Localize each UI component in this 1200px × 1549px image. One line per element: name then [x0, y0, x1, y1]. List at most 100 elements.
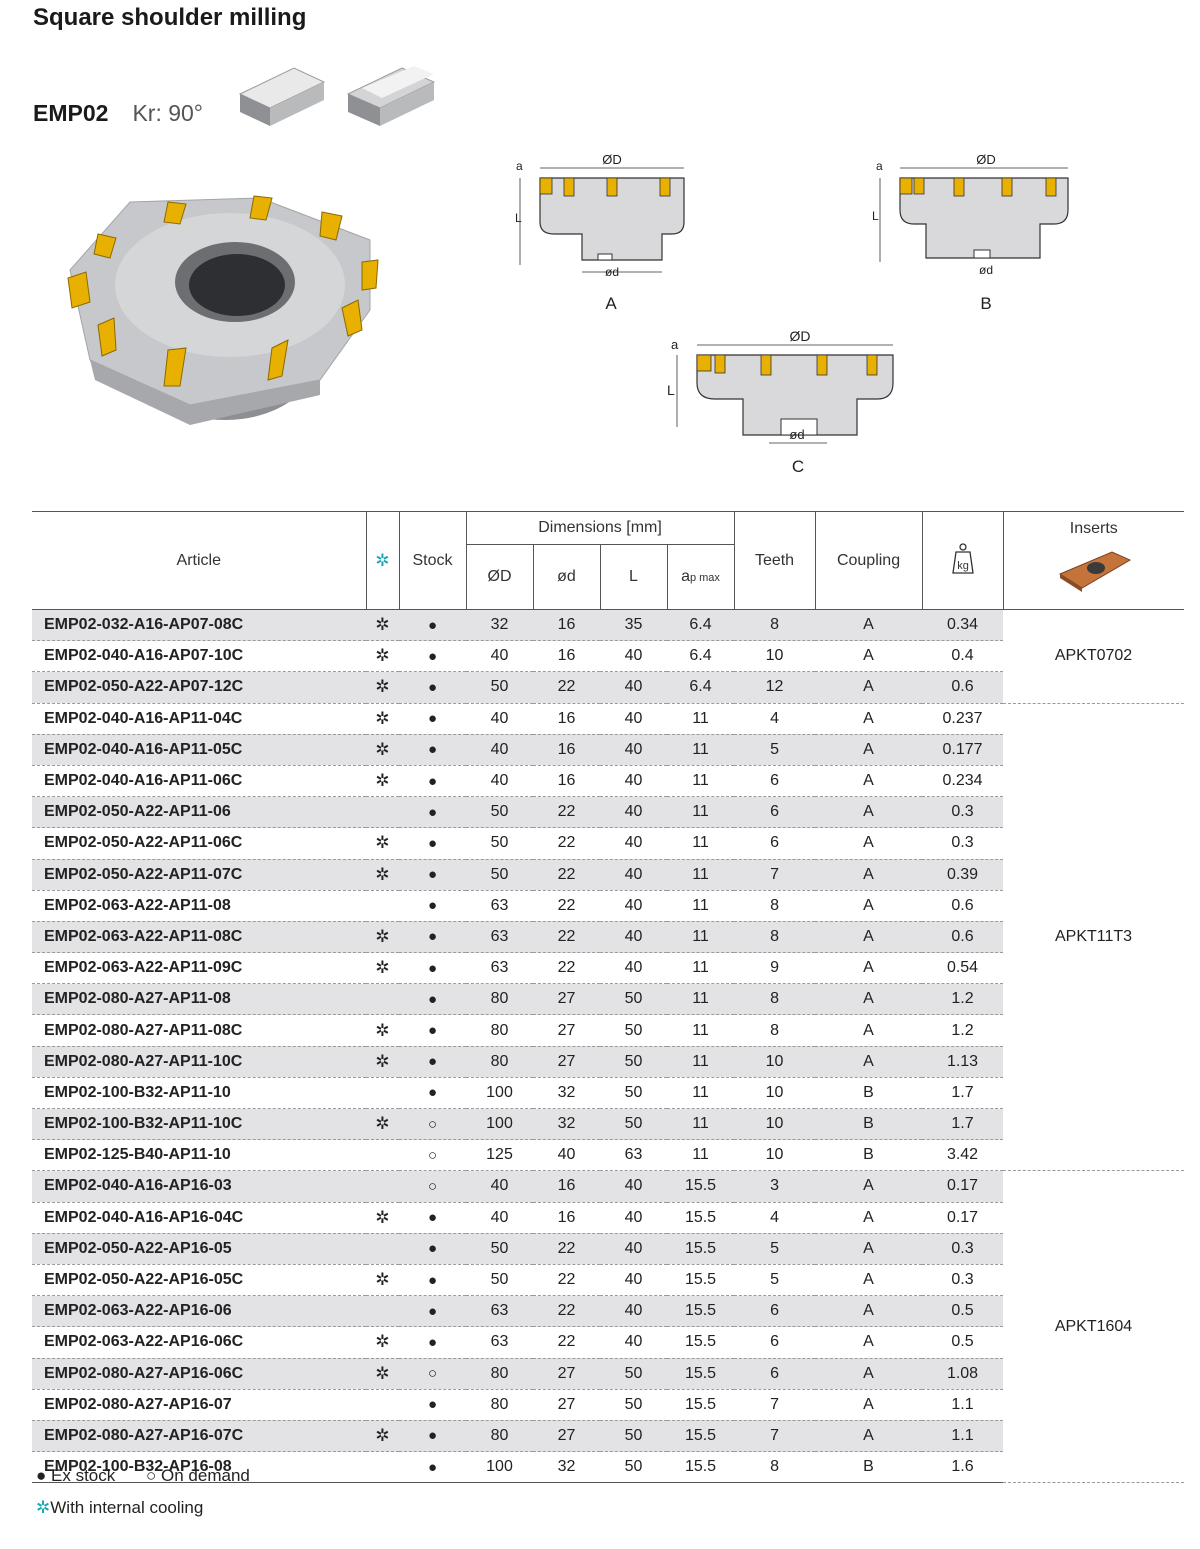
cell-weight: 1.1 — [922, 1420, 1004, 1453]
cell-teeth: 10 — [734, 1139, 816, 1172]
cell-d: 22 — [533, 859, 600, 891]
cell-article: EMP02-040-A16-AP16-04C — [32, 1202, 366, 1234]
cell-d: 27 — [533, 1389, 600, 1421]
cell-ap: 11 — [667, 1139, 735, 1172]
cell-cool: ✲ — [366, 1202, 399, 1234]
series-name: EMP02 — [33, 100, 109, 126]
cell-coupling: B — [815, 1451, 923, 1484]
cell-cool: ✲ — [366, 1014, 399, 1047]
cell-article: EMP02-050-A22-AP07-12C — [32, 671, 366, 704]
cell-cool: ✲ — [366, 1326, 399, 1359]
cell-D: 100 — [466, 1108, 533, 1141]
cell-coupling: A — [815, 671, 923, 704]
cell-d: 22 — [533, 952, 600, 985]
cell-coupling: A — [815, 921, 923, 954]
cell-teeth: 7 — [734, 1420, 816, 1453]
cell-d: 16 — [533, 703, 600, 735]
legend-cooling: ✲With internal cooling — [36, 1498, 203, 1518]
dim-D-c: ØD — [790, 328, 811, 344]
cell-teeth: 10 — [734, 1046, 816, 1078]
cell-L: 50 — [600, 1420, 667, 1453]
cell-weight: 0.17 — [922, 1202, 1004, 1234]
cell-coupling: A — [815, 1233, 923, 1265]
cooling-label: With internal cooling — [50, 1498, 204, 1517]
cell-article: EMP02-080-A27-AP16-06C — [32, 1358, 366, 1390]
cell-article: EMP02-080-A27-AP16-07C — [32, 1420, 366, 1453]
cell-coupling: A — [815, 765, 923, 798]
cell-ap: 11 — [667, 796, 735, 829]
cell-ap: 11 — [667, 859, 735, 891]
cell-L: 40 — [600, 671, 667, 704]
col-L: L — [599, 544, 667, 610]
cell-d: 16 — [533, 1170, 600, 1203]
cell-ap: 11 — [667, 983, 735, 1016]
cell-teeth: 8 — [734, 921, 816, 954]
cell-D: 80 — [466, 1014, 533, 1047]
cell-stock: ○ — [399, 1108, 466, 1141]
cell-teeth: 5 — [734, 734, 816, 766]
cell-D: 63 — [466, 952, 533, 985]
cell-stock: ● — [399, 1451, 466, 1484]
cell-cool: ✲ — [366, 921, 399, 954]
cell-D: 32 — [466, 609, 533, 642]
cell-teeth: 10 — [734, 1108, 816, 1141]
cell-L: 40 — [600, 1295, 667, 1328]
cell-article: EMP02-080-A27-AP11-08 — [32, 983, 366, 1016]
cell-stock: ● — [399, 640, 466, 673]
dim-d-b: ød — [979, 263, 993, 277]
col-ap: ap max — [666, 544, 735, 610]
insert-image — [1058, 551, 1131, 592]
cell-ap: 11 — [667, 921, 735, 954]
cell-D: 80 — [466, 1046, 533, 1078]
cell-article: EMP02-050-A22-AP11-06C — [32, 827, 366, 860]
cell-coupling: A — [815, 1295, 923, 1328]
cell-ap: 15.5 — [667, 1358, 735, 1390]
cell-L: 40 — [600, 921, 667, 954]
cell-teeth: 7 — [734, 1389, 816, 1421]
insert-group-label: APKT0702 — [1003, 609, 1185, 704]
cell-cool: ✲ — [366, 609, 399, 642]
dim-L-b: L — [872, 209, 879, 223]
cell-d: 22 — [533, 796, 600, 829]
page-title: Square shoulder milling — [33, 4, 307, 31]
cell-weight: 0.5 — [922, 1326, 1004, 1359]
cell-L: 40 — [600, 765, 667, 798]
cell-L: 40 — [600, 1170, 667, 1203]
cell-cool — [366, 1233, 399, 1265]
cell-D: 50 — [466, 671, 533, 704]
cell-stock: ● — [399, 983, 466, 1016]
col-coupling: Coupling — [814, 511, 923, 610]
cell-L: 40 — [600, 796, 667, 829]
cell-ap: 11 — [667, 765, 735, 798]
cell-weight: 0.177 — [922, 734, 1004, 766]
cell-article: EMP02-032-A16-AP07-08C — [32, 609, 366, 642]
cell-weight: 0.3 — [922, 827, 1004, 860]
cell-weight: 1.13 — [922, 1046, 1004, 1078]
cell-teeth: 8 — [734, 1451, 816, 1484]
cell-stock: ● — [399, 1264, 466, 1297]
cell-cool: ✲ — [366, 1264, 399, 1297]
cell-D: 40 — [466, 765, 533, 798]
cell-coupling: A — [815, 1326, 923, 1359]
cell-L: 63 — [600, 1139, 667, 1172]
cell-stock: ● — [399, 952, 466, 985]
cell-teeth: 8 — [734, 609, 816, 642]
cell-L: 50 — [600, 1077, 667, 1110]
dim-ap-b: a — [876, 159, 883, 173]
cell-L: 40 — [600, 890, 667, 922]
cell-stock: ● — [399, 1233, 466, 1265]
cell-D: 63 — [466, 1326, 533, 1359]
cell-weight: 0.237 — [922, 703, 1004, 735]
cell-stock: ○ — [399, 1358, 466, 1390]
